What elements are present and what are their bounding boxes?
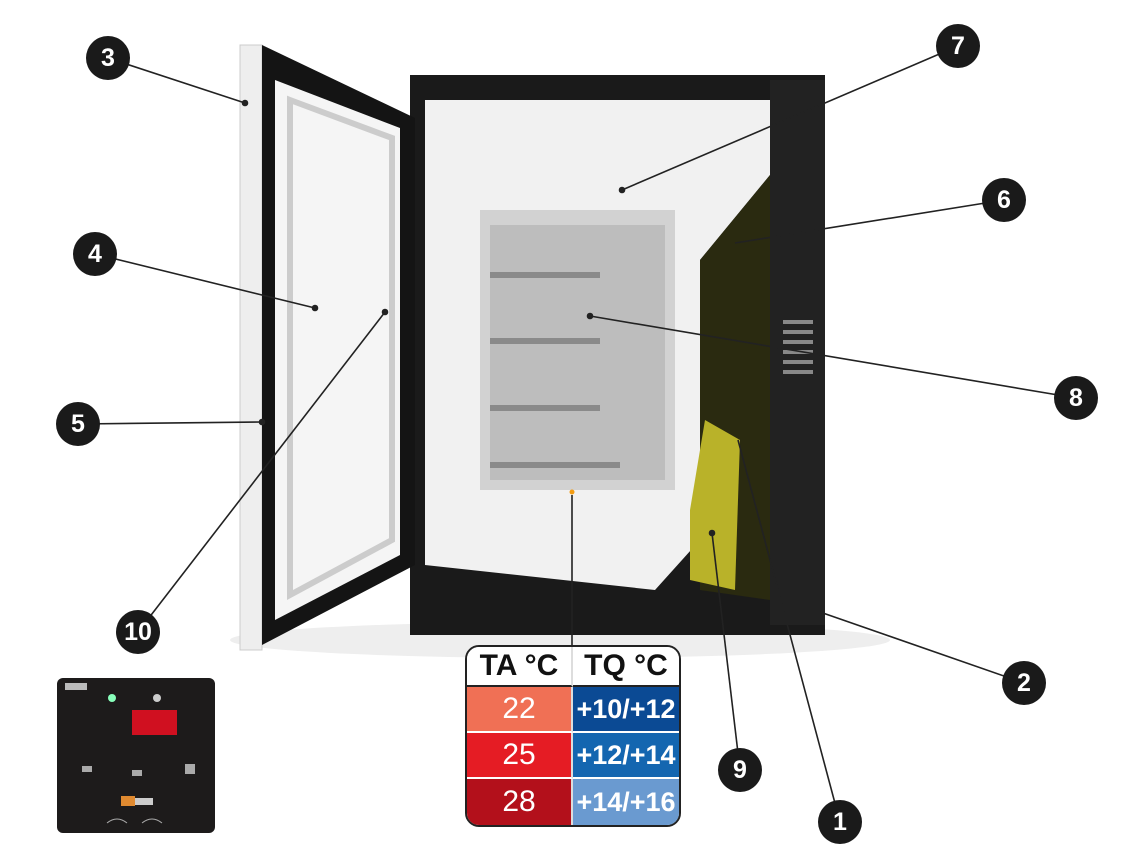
callout-4: 4 [73, 232, 117, 276]
tq-cell: +10/+12 [573, 687, 679, 733]
callout-3: 3 [86, 36, 130, 80]
callout-6: 6 [982, 178, 1026, 222]
temperature-table: TA °C TQ °C 22 +10/+12 25 +12/+14 28 +14… [465, 645, 681, 827]
tq-cell: +12/+14 [573, 733, 679, 779]
yellow-component [690, 420, 740, 590]
callout-7: 7 [936, 24, 980, 68]
door-glass [275, 80, 400, 620]
control-panel-image [57, 678, 215, 833]
callout-1: 1 [818, 800, 862, 844]
tq-cell: +14/+16 [573, 779, 679, 825]
header-tq: TQ °C [573, 647, 679, 687]
button [132, 770, 142, 776]
ta-cell: 25 [467, 733, 573, 779]
shelves [490, 272, 620, 468]
header-ta: TA °C [467, 647, 573, 687]
door-edge [239, 44, 263, 651]
callout-5: 5 [56, 402, 100, 446]
temperature-display [132, 710, 177, 735]
callout-8: 8 [1054, 376, 1098, 420]
ta-cell: 28 [467, 779, 573, 825]
button [82, 766, 92, 772]
callout-9: 9 [718, 748, 762, 792]
leader-lines [77, 45, 1077, 823]
callout-10: 10 [116, 610, 160, 654]
callout-2: 2 [1002, 661, 1046, 705]
ta-cell: 22 [467, 687, 573, 733]
button [185, 764, 195, 774]
control-panel-graphic [65, 683, 195, 824]
